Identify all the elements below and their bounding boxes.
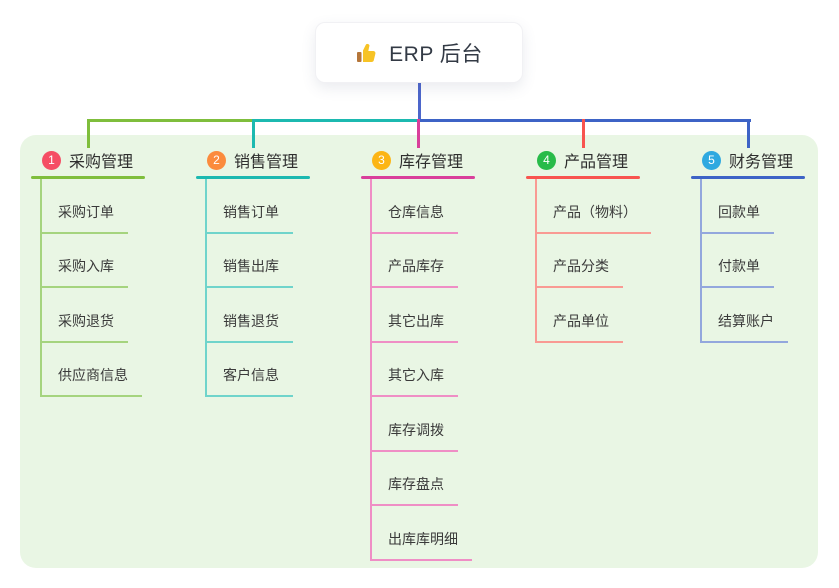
branch-title-node[interactable]: 1 采购管理 — [42, 148, 201, 172]
child-item[interactable]: 采购入库 — [40, 234, 142, 288]
child-item-label: 供应商信息 — [40, 365, 142, 397]
child-item[interactable]: 产品单位 — [535, 288, 651, 343]
child-item-label: 销售退货 — [205, 311, 293, 343]
branch-underline — [526, 176, 640, 179]
branch-underline — [196, 176, 310, 179]
branch-children: 采购订单采购入库采购退货供应商信息 — [40, 179, 142, 397]
child-item[interactable]: 产品分类 — [535, 234, 651, 288]
branch-title-label: 财务管理 — [729, 154, 794, 171]
branch-children: 回款单付款单结算账户 — [700, 179, 788, 343]
connector-root-stem — [417, 82, 421, 120]
child-item-label: 销售订单 — [205, 202, 293, 234]
root-label: ERP 后台 — [389, 42, 483, 66]
child-item[interactable]: 产品（物料） — [535, 179, 651, 234]
branch-underline — [361, 176, 475, 179]
child-item[interactable]: 库存盘点 — [370, 452, 472, 506]
child-item-label: 采购入库 — [40, 256, 128, 288]
child-item[interactable]: 采购订单 — [40, 179, 142, 234]
branch-title-node[interactable]: 4 产品管理 — [537, 148, 696, 172]
child-item-label: 结算账户 — [700, 311, 788, 343]
child-item[interactable]: 采购退货 — [40, 288, 142, 343]
branch-column-1: 1 采购管理采购订单采购入库采购退货供应商信息 — [31, 148, 201, 397]
child-item[interactable]: 库存调拨 — [370, 397, 472, 452]
child-item-label: 采购订单 — [40, 202, 128, 234]
branch-children: 销售订单销售出库销售退货客户信息 — [205, 179, 293, 397]
child-item[interactable]: 销售出库 — [205, 234, 293, 288]
child-item[interactable]: 出库库明细 — [370, 506, 472, 561]
branch-title-node[interactable]: 2 销售管理 — [207, 148, 366, 172]
connector-drop-1 — [86, 118, 90, 148]
child-item-label: 付款单 — [700, 256, 774, 288]
child-item[interactable]: 销售订单 — [205, 179, 293, 234]
connector-drop-4 — [581, 118, 585, 148]
branch-underline — [31, 176, 145, 179]
root-node[interactable]: ERP 后台 — [315, 22, 523, 83]
child-item-label: 其它出库 — [370, 311, 458, 343]
branch-child-connector-line — [370, 179, 372, 561]
connector-drop-5 — [746, 118, 750, 148]
branch-children: 仓库信息产品库存其它出库其它入库库存调拨库存盘点出库库明细 — [370, 179, 472, 561]
branch-number-badge: 3 — [372, 150, 391, 170]
child-item-label: 其它入库 — [370, 365, 458, 397]
branch-column-4: 4 产品管理产品（物料） 产品分类产品单位 — [526, 148, 696, 343]
branch-child-connector-line — [700, 179, 702, 343]
child-item-label: 出库库明细 — [370, 529, 472, 561]
branch-child-connector-line — [535, 179, 537, 343]
child-item-label: 产品分类 — [535, 256, 623, 288]
child-item[interactable]: 付款单 — [700, 234, 788, 288]
connector-horizontal-2 — [251, 118, 419, 122]
child-item[interactable]: 供应商信息 — [40, 343, 142, 397]
branch-number-badge: 2 — [207, 150, 226, 170]
connector-drop-3 — [416, 118, 420, 148]
branch-title-node[interactable]: 3 库存管理 — [372, 148, 531, 172]
branch-title-label: 销售管理 — [234, 154, 299, 171]
thumbs-up-icon — [355, 41, 379, 65]
branch-number-badge: 5 — [702, 150, 721, 170]
branch-column-3: 3 库存管理仓库信息产品库存其它出库其它入库库存调拨库存盘点出库库明细 — [361, 148, 531, 561]
branch-column-5: 5 财务管理回款单付款单结算账户 — [691, 148, 839, 343]
child-item-label: 产品库存 — [370, 256, 458, 288]
child-item-label: 客户信息 — [205, 365, 293, 397]
branch-number-badge: 4 — [537, 150, 556, 170]
child-item-label: 回款单 — [700, 202, 774, 234]
child-item[interactable]: 结算账户 — [700, 288, 788, 343]
branch-children: 产品（物料） 产品分类产品单位 — [535, 179, 651, 343]
branch-title-label: 库存管理 — [399, 154, 464, 171]
connector-drop-2 — [251, 118, 255, 148]
branch-number-badge: 1 — [42, 150, 61, 170]
child-item[interactable]: 其它出库 — [370, 288, 472, 343]
child-item-label: 库存盘点 — [370, 474, 458, 506]
child-item-label: 产品（物料） — [535, 202, 651, 234]
child-item-label: 产品单位 — [535, 311, 623, 343]
branch-title-label: 采购管理 — [69, 154, 134, 171]
branch-underline — [691, 176, 805, 179]
child-item-label: 销售出库 — [205, 256, 293, 288]
child-item[interactable]: 销售退货 — [205, 288, 293, 343]
child-item[interactable]: 回款单 — [700, 179, 788, 234]
child-item[interactable]: 客户信息 — [205, 343, 293, 397]
branch-title-label: 产品管理 — [564, 154, 629, 171]
child-item-label: 采购退货 — [40, 311, 128, 343]
connector-horizontal-1 — [86, 118, 255, 122]
branch-child-connector-line — [40, 179, 42, 397]
child-item[interactable]: 仓库信息 — [370, 179, 472, 234]
child-item-label: 库存调拨 — [370, 420, 458, 452]
child-item[interactable]: 其它入库 — [370, 343, 472, 397]
mindmap-panel — [20, 135, 818, 568]
branch-child-connector-line — [205, 179, 207, 397]
child-item-label: 仓库信息 — [370, 202, 458, 234]
child-item[interactable]: 产品库存 — [370, 234, 472, 288]
branch-title-node[interactable]: 5 财务管理 — [702, 148, 839, 172]
branch-column-2: 2 销售管理销售订单销售出库销售退货客户信息 — [196, 148, 366, 397]
